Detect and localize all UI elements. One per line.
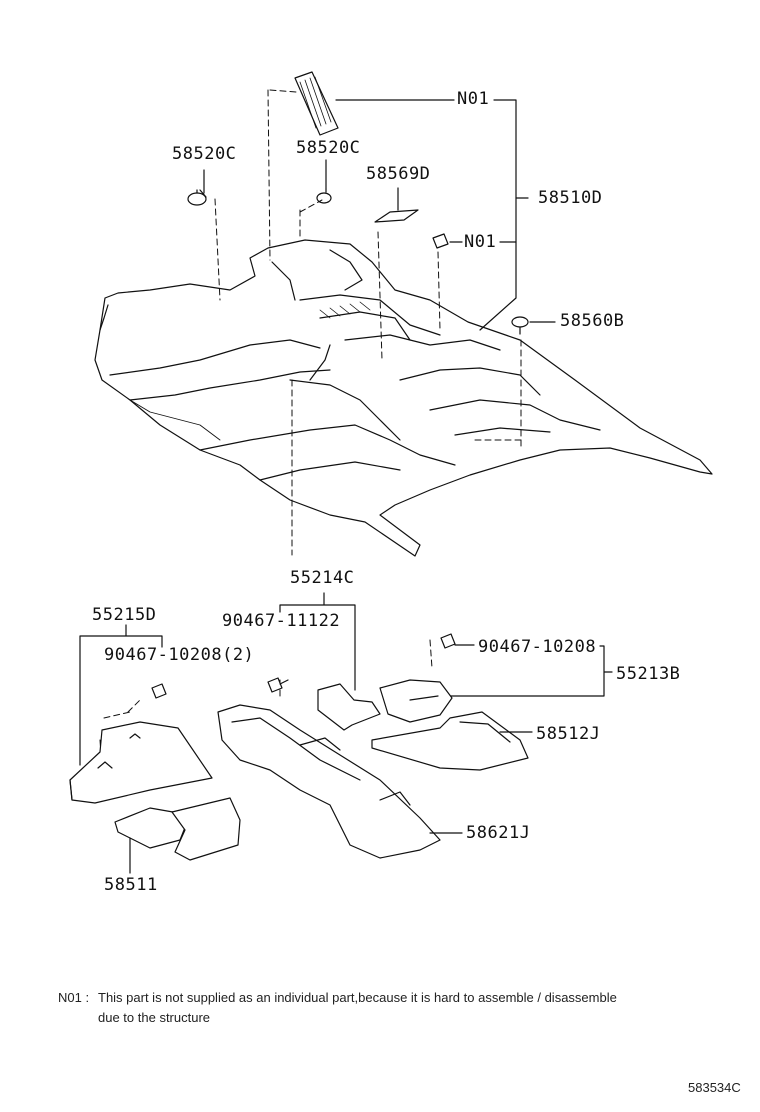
label-58560b[interactable]: 58560B xyxy=(560,311,625,331)
strip-58569d-icon xyxy=(374,209,419,223)
label-55215d[interactable]: 55215D xyxy=(92,605,157,625)
label-90467-10208-2[interactable]: 90467-10208(2) xyxy=(104,645,255,665)
pedal-pad-icon xyxy=(294,71,339,136)
footnote-line2: due to the structure xyxy=(98,1010,211,1025)
label-58510d[interactable]: 58510D xyxy=(538,188,603,208)
nut-icon-mid xyxy=(432,233,449,249)
label-58512j[interactable]: 58512J xyxy=(536,724,601,744)
label-n01-mid[interactable]: N01 xyxy=(464,232,497,252)
cover-55213b-icon xyxy=(379,679,453,723)
floor-carpet-main-icon xyxy=(94,239,713,557)
label-90467-10208[interactable]: 90467-10208 xyxy=(478,637,597,657)
nut-icon-lower xyxy=(151,683,167,699)
mat-58512j-icon xyxy=(371,711,529,771)
label-58569d[interactable]: 58569D xyxy=(366,164,431,184)
label-58511[interactable]: 58511 xyxy=(104,875,158,895)
label-58621j[interactable]: 58621J xyxy=(466,823,531,843)
label-n01-top[interactable]: N01 xyxy=(457,89,490,109)
label-58520c-right[interactable]: 58520C xyxy=(296,138,361,158)
mat-58511-icon xyxy=(114,797,241,861)
clip-icon-left xyxy=(187,189,207,206)
clip-icon-58560b xyxy=(511,316,529,335)
bolt-icon-11122 xyxy=(267,677,289,693)
footnote-code: N01 : xyxy=(58,990,90,1005)
cover-55215d-icon xyxy=(69,721,213,804)
silencer-58621j-icon xyxy=(217,704,441,859)
silencer-55214c-icon xyxy=(317,683,381,731)
footnote-line1: This part is not supplied as an individu… xyxy=(98,990,617,1005)
clip-icon-right xyxy=(316,188,332,204)
label-55213b[interactable]: 55213B xyxy=(616,664,681,684)
nut-icon-10208 xyxy=(440,633,456,649)
label-58520c-left[interactable]: 58520C xyxy=(172,144,237,164)
label-55214c[interactable]: 55214C xyxy=(290,568,355,588)
diagram-code: 583534C xyxy=(688,1080,741,1095)
label-90467-11122[interactable]: 90467-11122 xyxy=(222,611,341,631)
